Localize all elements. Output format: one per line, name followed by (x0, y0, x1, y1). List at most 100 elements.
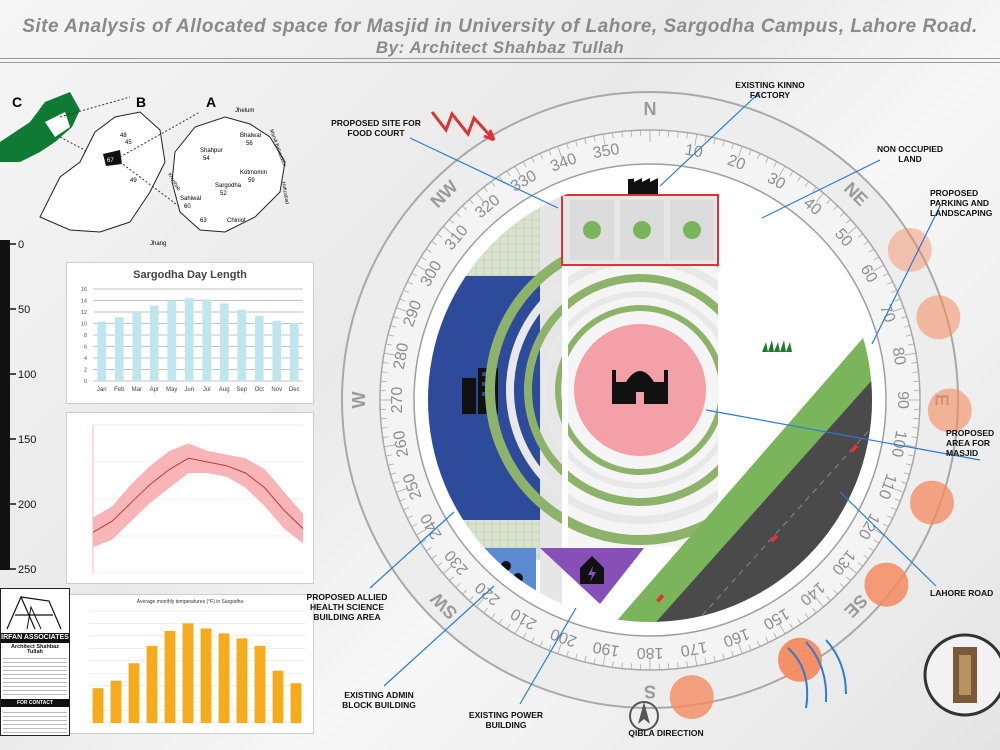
compass-tick (912, 427, 919, 429)
compass-tick (773, 161, 778, 168)
day-length-bar (202, 299, 212, 381)
compass-tick (531, 637, 535, 643)
compass-degree-label: 90 (894, 391, 911, 409)
compass-tick (765, 157, 769, 163)
compass-tick (797, 618, 802, 625)
x-tick-label: Jun (184, 387, 194, 393)
compass-tick (575, 653, 578, 660)
qibla-compass-instrument (923, 633, 1000, 717)
food-court-area (561, 194, 719, 266)
day-length-bar (114, 317, 124, 381)
compass-tick (403, 289, 409, 293)
compass-tick (539, 153, 543, 159)
compass-tick (449, 576, 455, 581)
district-label-sahiwal: Sahiwal (180, 196, 201, 202)
compass-tick (797, 175, 802, 182)
ruler-tick-label: 50 (18, 304, 30, 316)
compass-tick (483, 186, 488, 193)
compass-degree-label: 170 (679, 638, 708, 659)
compass-cardinal: W (349, 392, 369, 409)
compass-tick (531, 157, 535, 163)
compass-tick (498, 175, 503, 182)
day-length-bar (272, 320, 282, 381)
compass-tick (882, 272, 889, 277)
compass-tick (847, 226, 858, 235)
label-power-building: EXISTING POWER BUILDING (468, 710, 544, 730)
leader-c-b (59, 96, 131, 118)
compass-tick (431, 240, 437, 246)
x-tick-label: Jul (203, 387, 211, 393)
compass-tick (522, 161, 527, 168)
compass-tick (557, 146, 563, 158)
compass-tick (887, 281, 893, 285)
compass-tick (381, 371, 388, 373)
label-lahore-road: LAHORE ROAD (930, 588, 994, 598)
compass-degree-label: 100 (888, 429, 909, 458)
district-label-jhang: Jhang (150, 241, 166, 247)
temperature-band (93, 443, 303, 548)
orange-marker-dot (669, 675, 714, 720)
compass-tick (407, 515, 413, 519)
sargodha-highlight (103, 150, 122, 166)
site-plan-compass: 1020304050607080901001101201301401501601… (341, 91, 1000, 731)
day-length-chart-title: Sargodha Day Length (133, 269, 247, 281)
district-number: 60 (184, 204, 191, 210)
compass-tick (602, 134, 606, 146)
y-tick-label: 12 (81, 310, 87, 316)
scale-ruler (0, 240, 10, 570)
compass-tick (449, 219, 455, 224)
monthly-bar (254, 645, 266, 723)
compass-tick (612, 661, 614, 668)
compass-tick (911, 436, 918, 438)
firm-logo-card: IRFAN ASSOCIATES Architect Shahbaz Tulla… (0, 588, 70, 736)
compass-degree-label: 60 (857, 262, 881, 286)
compass-tick (612, 132, 614, 139)
district-label-kotmomin: Kotmomin (240, 170, 267, 176)
x-tick-label: Sep (236, 387, 247, 393)
monthly-bar (182, 623, 194, 723)
district-number: 49 (130, 178, 137, 184)
compass-degree-label: 10 (684, 142, 705, 162)
compass-tick (863, 554, 869, 560)
compass-tick (904, 444, 916, 448)
compass-tick (557, 642, 563, 654)
car (849, 444, 859, 453)
compass-degree-label: 80 (889, 346, 909, 367)
wind-arrow (787, 647, 809, 709)
compass-tick (602, 654, 606, 666)
firm-contact-placeholder (3, 709, 67, 733)
compass-tick (436, 562, 443, 567)
district-number: 48 (120, 133, 127, 139)
compass-tick (845, 576, 851, 581)
compass-tick (804, 181, 810, 187)
compass-tick (908, 343, 915, 346)
compass-tick (399, 298, 406, 302)
compass-tick (469, 199, 474, 205)
orange-markers (669, 228, 972, 720)
compass-tick (476, 192, 485, 203)
y-tick-label: 10 (81, 322, 87, 328)
compass-tick (873, 256, 880, 261)
compass-tick (403, 507, 409, 511)
y-tick-label: 14 (81, 299, 87, 305)
x-tick-label: Dec (289, 387, 300, 393)
compass-tick (722, 140, 725, 147)
temperature-mean-line (92, 457, 304, 533)
compass-tick (900, 316, 907, 319)
wind-arrow-head (483, 129, 496, 142)
leader-non-occupied (761, 159, 881, 219)
compass-tick (677, 131, 679, 138)
compass-tick (462, 589, 467, 595)
compass-tick (677, 662, 679, 669)
district-label-jhelum: Jhelum (235, 108, 254, 114)
pakistan-map-shape (0, 92, 80, 162)
x-tick-label: Apr (150, 387, 159, 393)
compass-degree-label: 270 (389, 387, 406, 414)
day-length-bar (184, 298, 194, 381)
compass-tick-marks (380, 130, 920, 670)
y-tick-label: 2 (84, 368, 87, 374)
day-length-bar (132, 312, 142, 381)
compass-tick (415, 264, 427, 272)
firm-name: IRFAN ASSOCIATES (1, 633, 69, 643)
